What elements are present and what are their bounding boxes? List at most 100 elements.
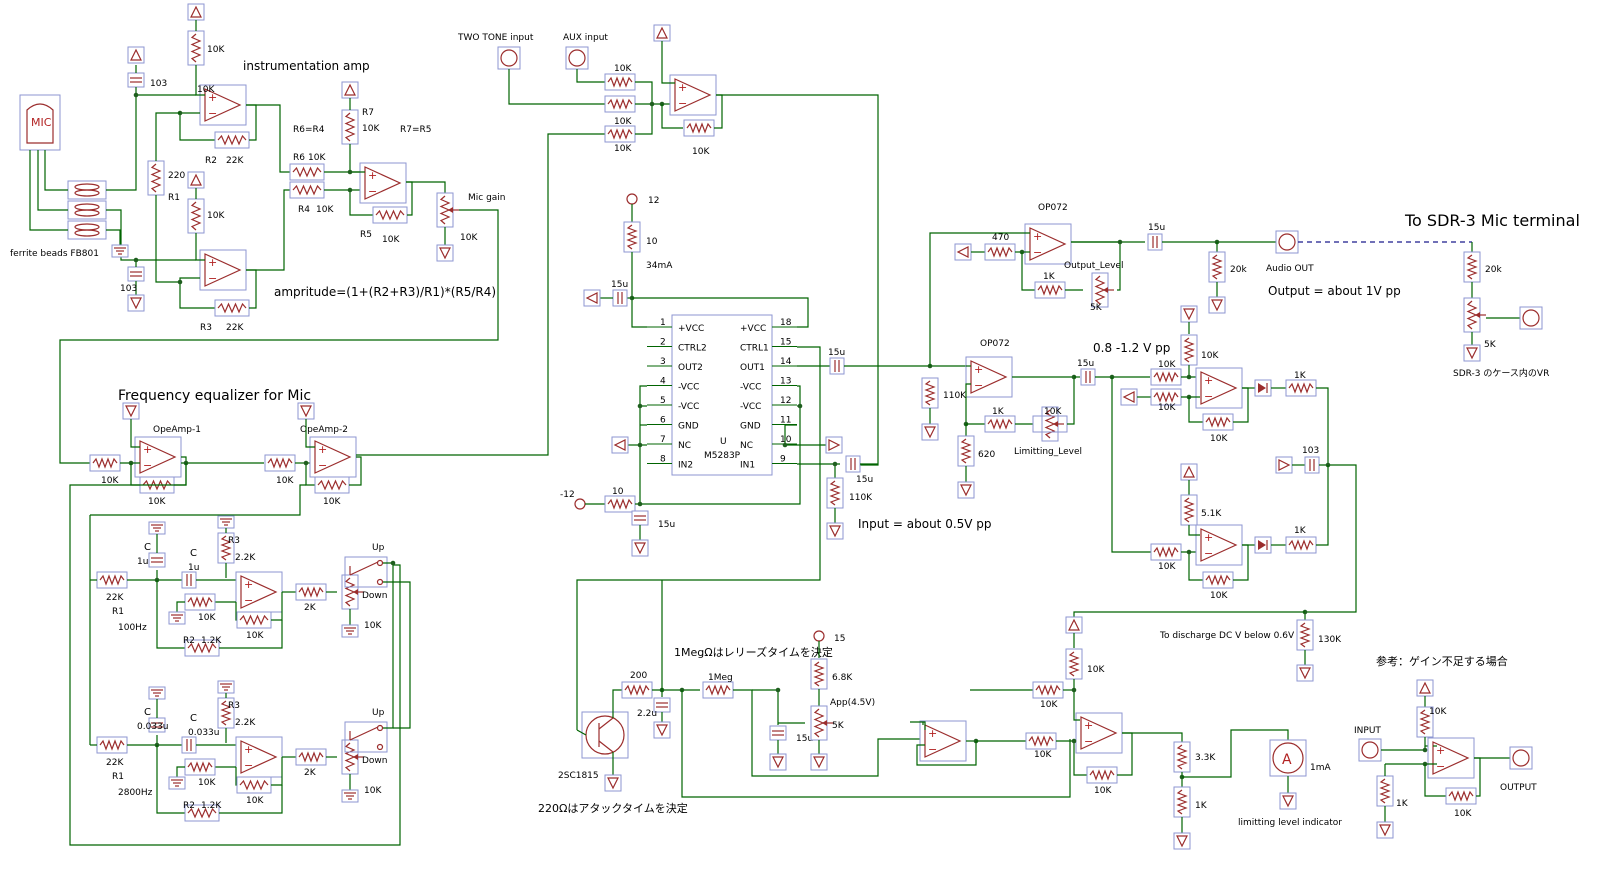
aux-port <box>565 46 589 70</box>
label: R2 <box>205 156 217 166</box>
capacitor-15u-lim <box>1080 368 1096 386</box>
wire <box>176 766 185 777</box>
label: C <box>144 707 151 718</box>
wire <box>106 94 196 191</box>
resistor-10k-mid2 <box>264 454 296 472</box>
ic-pin-number: 11 <box>780 416 791 426</box>
resistor-110k <box>921 377 939 409</box>
supply-minus12-icon <box>574 498 586 510</box>
ic-pin-number: 9 <box>780 455 786 465</box>
resistor-1k-d2 <box>1285 536 1317 554</box>
label: 22K <box>106 593 124 603</box>
wire <box>576 729 587 736</box>
resistor-6-8k <box>810 658 828 690</box>
resistor-10k-fb-mix <box>683 119 715 137</box>
reference-arrow-icon <box>957 481 975 499</box>
ic-m5283p <box>671 314 773 476</box>
capacitor-15u-audio <box>1147 233 1163 251</box>
reference-arrow-icon <box>954 243 972 261</box>
resistor-r1 <box>147 160 165 196</box>
label: 20k <box>1230 265 1247 275</box>
audio-out-label: Audio OUT <box>1266 264 1314 274</box>
freq-label: 100Hz <box>118 623 147 633</box>
wire <box>179 112 215 141</box>
wire <box>635 81 653 135</box>
reference-arrow-icon <box>1173 832 1191 850</box>
label: R3 <box>200 323 212 333</box>
ic-pin-name: NC <box>740 441 753 451</box>
ic-pin-number: 4 <box>660 377 666 387</box>
label: 103 <box>150 79 167 89</box>
sdr-vr-pot <box>1463 297 1486 333</box>
resistor-10k-ref <box>1180 334 1198 366</box>
wire <box>176 601 185 612</box>
ic-pin-number: 5 <box>660 396 666 406</box>
label: 2.2u <box>637 709 657 719</box>
selector-switch <box>344 721 388 753</box>
reference-arrow-icon <box>1296 664 1314 682</box>
junction-dot <box>1422 747 1428 753</box>
svg-text:−: − <box>1084 735 1093 748</box>
ref-output-label: OUTPUT <box>1500 783 1537 793</box>
supply-plus15-icon <box>813 630 825 642</box>
wire <box>219 620 283 649</box>
reference-arrow-icon <box>187 3 205 21</box>
switch-contact-down <box>376 743 384 751</box>
capacitor-c-series <box>181 736 197 754</box>
wire <box>127 570 158 581</box>
wire <box>155 195 180 283</box>
resistor-10k-m2 <box>1032 681 1064 699</box>
wire <box>733 689 923 777</box>
wire <box>349 456 362 486</box>
label: 10K <box>246 631 264 641</box>
ground-icon <box>217 680 235 694</box>
current-34ma: 34mA <box>646 261 673 271</box>
reference-arrow-icon <box>127 46 145 64</box>
resistor-1k-m <box>1173 786 1191 818</box>
reference-arrow-icon <box>341 81 359 99</box>
wire <box>44 150 68 191</box>
reference-arrow-icon <box>653 24 671 42</box>
op-amp-2: +− <box>309 436 357 478</box>
capacitor-c <box>148 717 166 733</box>
label: 10 <box>612 487 624 497</box>
resistor-10k <box>184 593 216 611</box>
opeamp2-label: OpeAmp-2 <box>300 425 348 435</box>
app-label: App(4.5V) <box>830 698 875 708</box>
label: 15u <box>611 280 628 290</box>
resistor-1meg <box>702 681 734 699</box>
svg-text:−: − <box>143 459 152 472</box>
ic-pin-number: 12 <box>780 396 791 406</box>
label: 1.2K <box>201 801 222 811</box>
label: 2.2K <box>235 718 256 728</box>
label: 10K <box>460 233 478 243</box>
ic-pin-name: GND <box>678 422 699 432</box>
reference-arrow-icon <box>122 402 140 420</box>
label: 3.3K <box>1195 753 1216 763</box>
resistor-10k-pos <box>1150 368 1182 386</box>
label: 10K <box>197 85 215 95</box>
ic-pin-name: IN2 <box>678 461 693 471</box>
label: 10K <box>614 64 632 74</box>
wire <box>752 689 779 725</box>
two-tone-port <box>497 46 521 70</box>
label: 103 <box>120 284 137 294</box>
resistor-r7 <box>341 109 359 145</box>
wire <box>37 150 68 211</box>
junction-dot <box>797 403 803 409</box>
junction-dot <box>782 442 788 448</box>
ref-input-label: INPUT <box>1354 726 1381 736</box>
label: 22K <box>106 758 124 768</box>
op-amp-difference: +− <box>359 162 407 204</box>
label: 2K <box>304 603 317 613</box>
wire <box>127 735 158 746</box>
op-amp-buffer: +− <box>919 720 967 762</box>
label: 5K <box>1090 303 1103 313</box>
label: R2 <box>183 636 195 646</box>
wire <box>784 424 797 446</box>
ic-pin-name: IN1 <box>740 461 755 471</box>
svg-text:+: + <box>1204 531 1213 544</box>
resistor-22k <box>96 736 128 754</box>
resistor-2k <box>295 748 327 766</box>
